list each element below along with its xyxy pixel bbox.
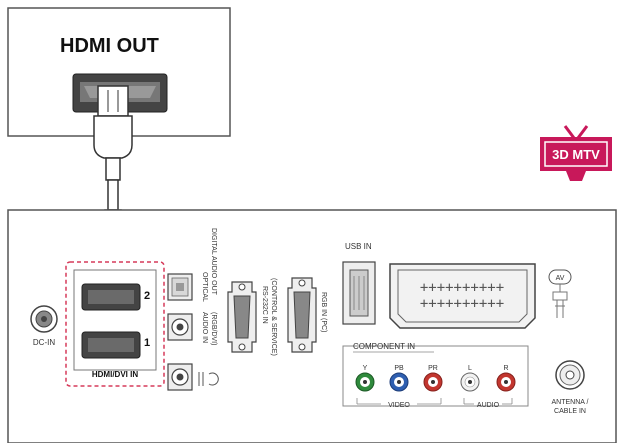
top-plug-shell xyxy=(97,85,129,117)
rgb-in-port[interactable] xyxy=(287,277,317,353)
hdmi-highlight-box xyxy=(65,261,165,387)
rgb-in-pc-label: RGB IN (PC) xyxy=(320,292,327,332)
component-audio-l-label: L xyxy=(468,365,472,372)
hdmi-port-1-number: 1 xyxy=(144,337,150,349)
cable-in-label: CABLE IN xyxy=(554,408,586,415)
audio-in-rgb-dvi-label: (RGB/DVI) xyxy=(210,312,217,345)
ir-out-jack[interactable] xyxy=(167,363,193,391)
antenna-label: ANTENNA / xyxy=(552,399,589,406)
component-audio-r-label: R xyxy=(503,365,508,372)
component-pb-label: PB xyxy=(394,365,404,372)
rs232c-port[interactable] xyxy=(227,281,257,353)
3d-mtv-badge: 3D MTV xyxy=(540,125,612,181)
scart-av-port[interactable]: ++++++++++ ++++++++++ xyxy=(389,263,536,329)
component-in-title: COMPONENT IN xyxy=(353,342,415,351)
scart-pins-row-1: ++++++++++ xyxy=(420,280,504,296)
hdmi-port-2[interactable] xyxy=(81,283,141,311)
hdmi-port-2-number: 2 xyxy=(144,290,150,302)
audio-in-label: AUDIO IN xyxy=(201,312,208,343)
component-y-jack[interactable] xyxy=(355,372,375,392)
hdmi-group-frame xyxy=(73,269,157,371)
scart-icon xyxy=(552,291,568,318)
component-pr-jack[interactable] xyxy=(423,372,443,392)
ir-icon xyxy=(198,372,219,386)
component-y-label: Y xyxy=(363,365,368,372)
digital-audio-out-label: DIGITAL AUDIO OUT xyxy=(210,228,217,296)
component-in-panel: COMPONENT IN xyxy=(342,342,529,407)
dc-in-label: DC-IN xyxy=(33,338,55,347)
rs232c-control-service-label: (CONTROL & SERVICE) xyxy=(270,278,277,356)
hdmi-group-label: HDMI/DVI IN xyxy=(92,370,138,379)
video-label: VIDEO xyxy=(388,402,410,409)
scart-pins-row-2: ++++++++++ xyxy=(420,296,504,312)
dc-in-port[interactable] xyxy=(30,305,58,333)
usb-in-port[interactable] xyxy=(342,261,376,325)
video-bracket xyxy=(356,398,442,405)
rs232c-label: RS-232C IN xyxy=(261,286,268,324)
audio-in-rgb-dvi-jack[interactable] xyxy=(167,313,193,341)
optical-port[interactable] xyxy=(167,273,193,301)
usb-in-label: USB IN xyxy=(345,242,372,251)
top-plug-body xyxy=(93,115,133,159)
antenna-cable-in-port[interactable] xyxy=(555,360,585,390)
component-audio-l-jack[interactable] xyxy=(460,372,480,392)
audio-bracket xyxy=(463,398,513,405)
hdmi-out-label: HDMI OUT xyxy=(60,35,159,57)
optical-label: OPTICAL xyxy=(201,272,208,302)
component-pb-jack[interactable] xyxy=(389,372,409,392)
cable-wire xyxy=(107,179,119,211)
audio-label: AUDIO xyxy=(477,402,500,409)
av-label: AV xyxy=(556,275,565,282)
badge-text: 3D MTV xyxy=(552,147,600,162)
component-pr-label: PR xyxy=(428,365,438,372)
hdmi-port-1[interactable] xyxy=(81,331,141,359)
component-audio-r-jack[interactable] xyxy=(496,372,516,392)
av-label-badge: AV xyxy=(548,269,572,292)
